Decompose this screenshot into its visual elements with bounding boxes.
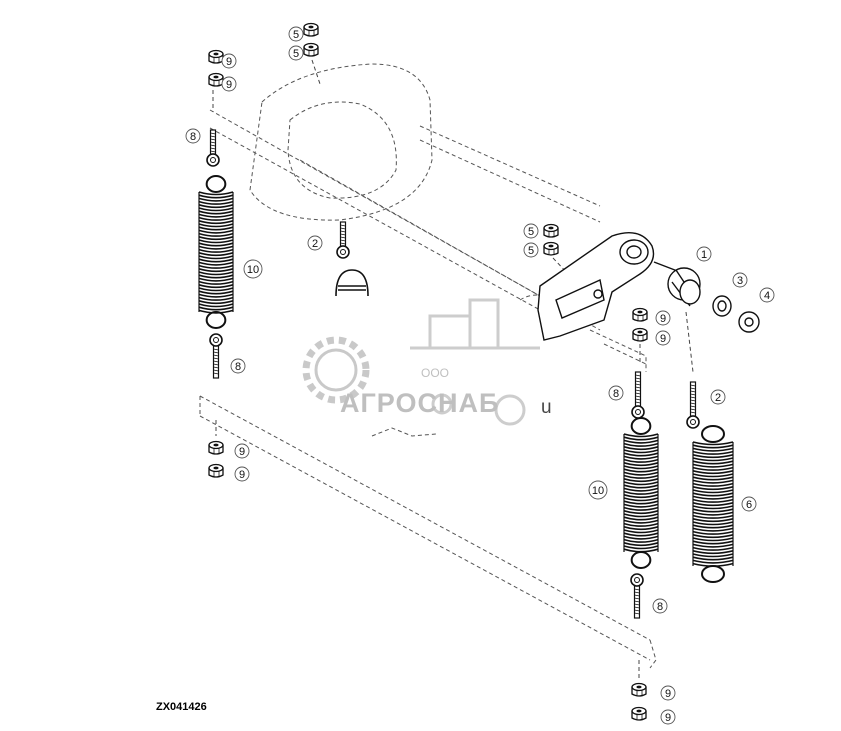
callout-4: 4 (759, 287, 775, 303)
hex-nut (208, 440, 224, 455)
callout-label: 10 (247, 264, 259, 276)
callout-9: 9 (655, 330, 671, 346)
callout-6: 6 (741, 496, 757, 512)
callout-label: 5 (528, 245, 534, 257)
eyebolts-layer (206, 129, 700, 619)
callout-2: 2 (710, 389, 726, 405)
callout-label: 9 (226, 56, 232, 68)
callout-label: 9 (660, 333, 666, 345)
callout-label: 9 (665, 712, 671, 724)
watermark-name: АГРОСНАБ (340, 388, 499, 418)
callout-label: 8 (613, 388, 619, 400)
watermark-prefix: ООО (421, 366, 449, 380)
watermark-suffix: u (541, 397, 552, 418)
callout-9: 9 (221, 53, 237, 69)
hex-nut (208, 49, 224, 64)
hex-nut (208, 463, 224, 478)
hex-nut (543, 241, 559, 256)
spring (692, 425, 734, 583)
callout-9: 9 (234, 443, 250, 459)
watermark-logo: ООО АГРОСНАБ u (302, 298, 552, 426)
callout-label: 2 (715, 392, 721, 404)
callout-label: 9 (239, 469, 245, 481)
hex-nut (208, 72, 224, 87)
callout-5: 5 (523, 242, 539, 258)
callout-label: 6 (746, 499, 752, 511)
callouts-layer: 5 5 9 9 8 2 10 5 5 1 3 4 9 9 8 8 2 9 9 10 6 8 9 9 (185, 26, 775, 725)
callout-label: 9 (665, 688, 671, 700)
eyebolt (209, 333, 223, 379)
callout-label: 8 (190, 131, 196, 143)
callout-label: 3 (737, 275, 743, 287)
callout-8: 8 (230, 358, 246, 374)
callout-9: 9 (234, 466, 250, 482)
figure-code: ZX041426 (156, 701, 207, 713)
callout-1: 1 (696, 246, 712, 262)
springs-layer (198, 175, 734, 583)
callout-label: 5 (528, 226, 534, 238)
callout-label: 2 (312, 238, 318, 250)
callout-5: 5 (288, 26, 304, 42)
callout-8: 8 (608, 385, 624, 401)
eyebolt (630, 573, 644, 619)
pivot-arm (537, 232, 681, 341)
hex-nut (632, 327, 648, 342)
eyebolt (631, 371, 645, 419)
eyebolt (336, 221, 350, 259)
callout-5: 5 (288, 45, 304, 61)
callout-10: 10 (243, 259, 263, 279)
eyebolt (686, 381, 700, 429)
tractor-icon (410, 298, 540, 426)
partial-spring (335, 269, 369, 297)
callout-label: 9 (226, 79, 232, 91)
callout-10: 10 (588, 480, 608, 500)
hex-nut (303, 42, 319, 57)
callout-2: 2 (307, 235, 323, 251)
gear-icon (302, 336, 370, 404)
spring (623, 417, 659, 569)
callout-label: 5 (293, 48, 299, 60)
callout-label: 8 (657, 601, 663, 613)
hex-nut (631, 682, 647, 697)
phantom-lower-bar (199, 329, 657, 669)
hex-nut (543, 223, 559, 238)
hex-nut (632, 307, 648, 322)
bushing (667, 267, 701, 307)
nuts-layer (208, 22, 648, 721)
callout-9: 9 (660, 709, 676, 725)
eyebolt (206, 129, 220, 167)
callout-label: 9 (239, 446, 245, 458)
hex-nut (631, 706, 647, 721)
hex-nut (303, 22, 319, 37)
callout-label: 9 (660, 313, 666, 325)
callout-label: 1 (701, 249, 707, 261)
callout-label: 10 (592, 485, 604, 497)
callout-label: 4 (764, 290, 770, 302)
callout-9: 9 (221, 76, 237, 92)
callout-8: 8 (652, 598, 668, 614)
spring (198, 175, 234, 329)
callout-8: 8 (185, 128, 201, 144)
callout-9: 9 (655, 310, 671, 326)
callout-9: 9 (660, 685, 676, 701)
lock-nut (738, 311, 760, 333)
callout-5: 5 (523, 223, 539, 239)
callout-label: 8 (235, 361, 241, 373)
callout-3: 3 (732, 272, 748, 288)
washer (712, 295, 732, 317)
callout-label: 5 (293, 29, 299, 41)
leader-lines (212, 59, 694, 680)
